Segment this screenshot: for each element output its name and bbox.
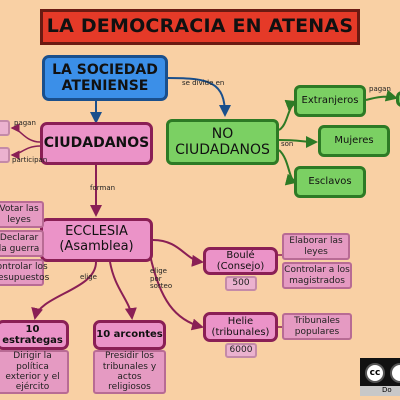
label-elige: elige: [80, 273, 97, 281]
node-arcontes: 10 arcontes: [93, 320, 166, 350]
ecclesia-function-presupuestos: Controlar los presupuestos: [0, 259, 49, 286]
label-elige-por-sorteo: elige por sorteo: [150, 267, 173, 291]
node-extranjeros: Extranjeros: [294, 85, 366, 117]
node-mujeres: Mujeres: [318, 125, 390, 157]
license-badge[interactable]: cc Do: [360, 358, 400, 396]
boule-function-magistrados: Controlar a los magistrados: [282, 262, 352, 289]
node-estrategas: 10 estrategas: [0, 320, 69, 350]
label-participan: participan: [12, 156, 48, 164]
node-esclavos: Esclavos: [294, 166, 366, 198]
label-pagan-left: pagan: [14, 119, 36, 127]
node-helie: Helie (tribunales): [203, 312, 278, 342]
node-ciudadanos: CIUDADANOS: [40, 122, 153, 165]
label-se-divide-en: se divide en: [182, 79, 225, 87]
helie-count: 6000: [225, 343, 257, 358]
diagram-title: LA DEMOCRACIA EN ATENAS: [40, 9, 360, 45]
node-ciudadanos-pagan-box: [0, 120, 10, 136]
node-ecclesia: ECCLESIA (Asamblea): [40, 218, 153, 262]
ecclesia-function-guerra: Declarar la guerra: [0, 230, 44, 257]
boule-function-leyes: Elaborar las leyes: [282, 233, 350, 260]
ecclesia-sub: (Asamblea): [59, 239, 134, 254]
boule-count: 500: [225, 276, 257, 291]
node-sociedad-ateniense: LA SOCIEDAD ATENIENSE: [42, 55, 168, 101]
cc-icon: cc: [365, 363, 385, 383]
ecclesia-name: ECCLESIA: [65, 224, 128, 240]
license-strip: Do: [360, 386, 400, 396]
node-pagan-target: [396, 91, 400, 107]
node-ciudadanos-participan-box: [0, 147, 10, 163]
label-pagan-top: pagan: [369, 85, 391, 93]
helie-function-tribunales: Tribunales populares: [282, 313, 352, 340]
arcontes-desc: Presidir los tribunales y actos religios…: [93, 350, 166, 394]
node-boule: Boulé (Consejo): [203, 247, 278, 275]
ecclesia-function-votar: Votar las leyes: [0, 201, 44, 228]
label-forman: forman: [90, 184, 116, 192]
by-icon: [390, 363, 400, 383]
label-son: son: [281, 140, 294, 148]
node-no-ciudadanos: NO CIUDADANOS: [166, 119, 279, 165]
estrategas-desc: Dirigir la política exterior y el ejérci…: [0, 350, 69, 394]
